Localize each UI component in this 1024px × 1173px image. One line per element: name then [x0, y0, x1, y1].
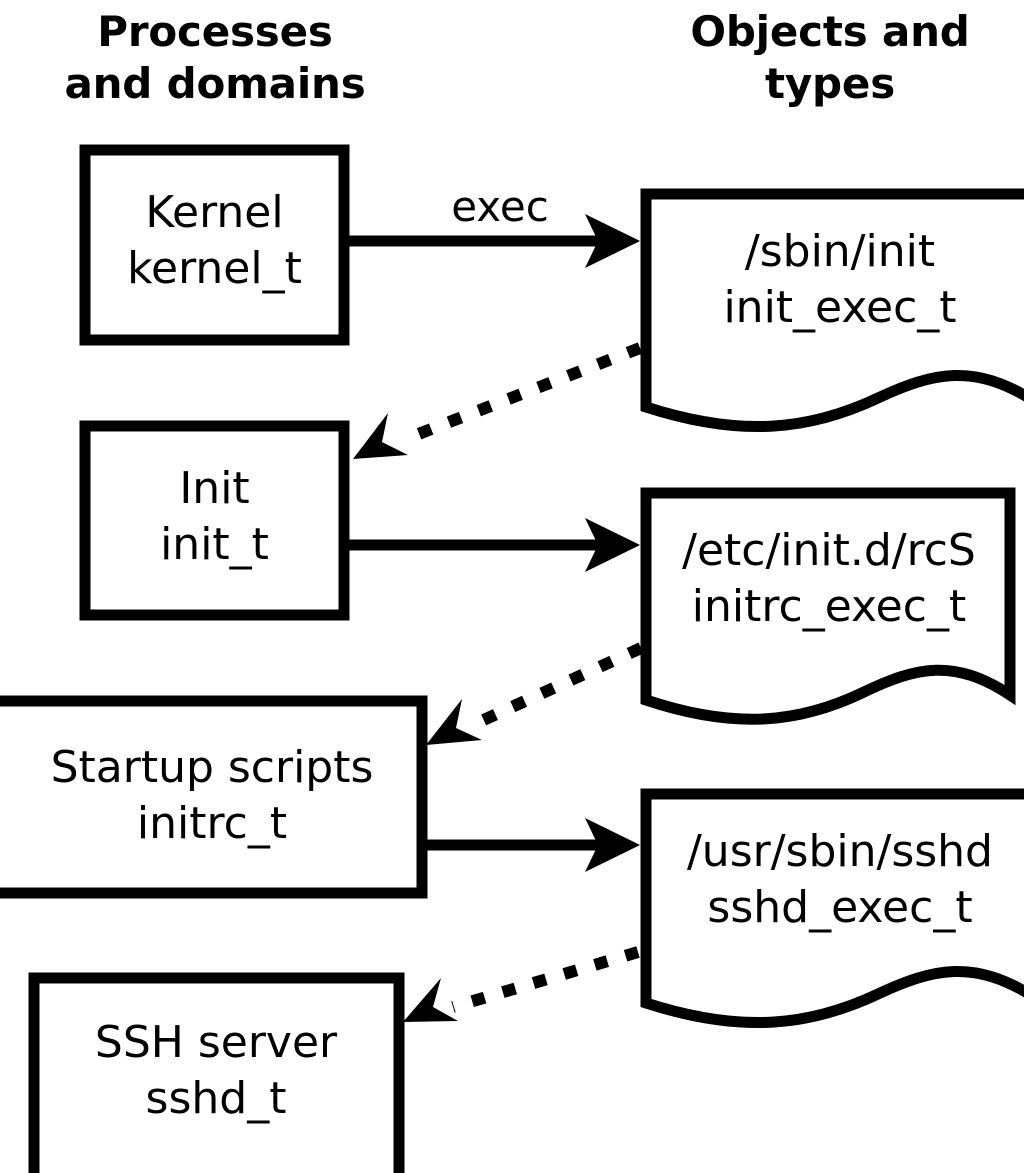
edge-label-exec: exec	[451, 182, 549, 231]
arrow-transition-initrc-exec-to-initrc	[426, 642, 644, 745]
column-header-processes: Processes and domains	[64, 7, 366, 108]
process-box-initrc[interactable]	[0, 695, 428, 899]
column-header-objects: Objects and types	[690, 7, 970, 108]
object-doc-init-exec[interactable]	[640, 188, 1024, 433]
arrow-exec-kernel-to-init-exec	[349, 214, 640, 268]
arrow-transition-sshd-exec-to-sshd	[403, 946, 640, 1022]
process-box-kernel[interactable]	[79, 144, 350, 346]
process-box-sshd[interactable]	[28, 972, 405, 1173]
arrow-exec-initrc-to-sshd-exec	[424, 818, 640, 872]
arrow-transition-init-exec-to-init	[353, 342, 643, 459]
object-doc-sshd-exec[interactable]	[640, 788, 1024, 1029]
object-doc-initrc-exec[interactable]	[640, 487, 1016, 725]
arrow-exec-init-to-initrc-exec	[349, 518, 640, 572]
process-box-init[interactable]	[79, 420, 350, 621]
